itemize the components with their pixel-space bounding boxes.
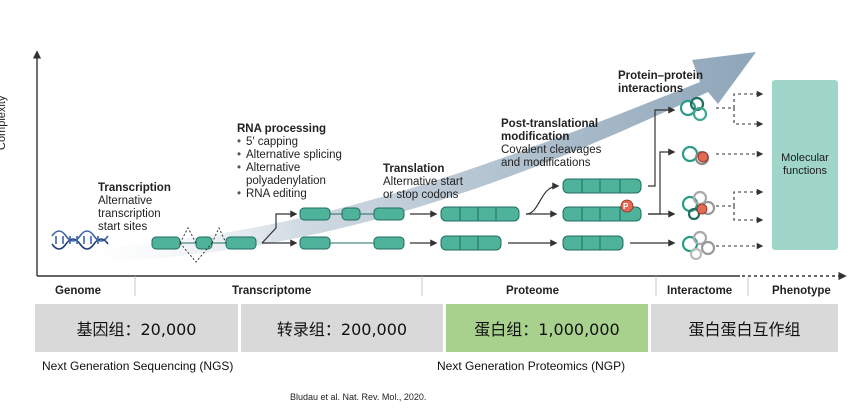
proteoforms	[562, 178, 642, 251]
complex-4-icon	[681, 230, 716, 261]
complex-3-icon	[681, 190, 716, 221]
proteome-count-text: 蛋白组：1,000,000	[474, 320, 620, 339]
x-category-proteome: Proteome	[506, 285, 560, 297]
dna-helix-icon	[51, 230, 109, 250]
diagram-graphics	[32, 50, 847, 296]
pre-mrna	[151, 226, 257, 263]
phosphate-label: P	[623, 202, 629, 211]
interactome-text: 蛋白蛋白互作组	[688, 320, 801, 339]
x-category-transcriptome: Transcriptome	[232, 285, 312, 297]
genome-count-text: 基因组：20,000	[76, 320, 197, 339]
transcriptome-count-text: 转录组：200,000	[276, 320, 408, 339]
ngs-note: Next Generation Sequencing (NGS)	[42, 359, 234, 373]
ngp-note: Next Generation Proteomics (NGP)	[437, 359, 626, 373]
molecular-functions-box: Molecular functions	[772, 80, 838, 250]
rna-processing-label: RNA processing 5′ capping Alternative sp…	[237, 123, 342, 201]
y-axis-label: Complexity	[0, 95, 8, 150]
x-category-genome: Genome	[55, 285, 102, 297]
ptm-label: Post-translational modification Covalent…	[501, 118, 602, 169]
x-category-interactome: Interactome	[667, 285, 733, 297]
ppi-label: Protein–protein interactions	[618, 70, 703, 95]
phosphate-icon	[620, 199, 634, 213]
mrna-isoforms	[299, 207, 405, 250]
interactome-box: 蛋白蛋白互作组	[651, 304, 838, 352]
x-category-phenotype: Phenotype	[772, 285, 831, 297]
proteome-count-box: 蛋白组：1,000,000	[446, 304, 648, 352]
translated-proteins	[440, 206, 520, 251]
complex-1-icon	[679, 96, 708, 122]
transcriptome-count-box: 转录组：200,000	[241, 304, 443, 352]
genome-count-box: 基因组：20,000	[35, 304, 238, 352]
citation: Bludau et al. Nat. Rev. Mol., 2020.	[290, 392, 427, 402]
complexity-diagram: Complexity Transcription Alternative tra…	[0, 0, 860, 300]
translation-label: Translation Alternative start or stop co…	[383, 163, 463, 201]
transcription-label: Transcription Alternative transcription …	[98, 182, 171, 233]
